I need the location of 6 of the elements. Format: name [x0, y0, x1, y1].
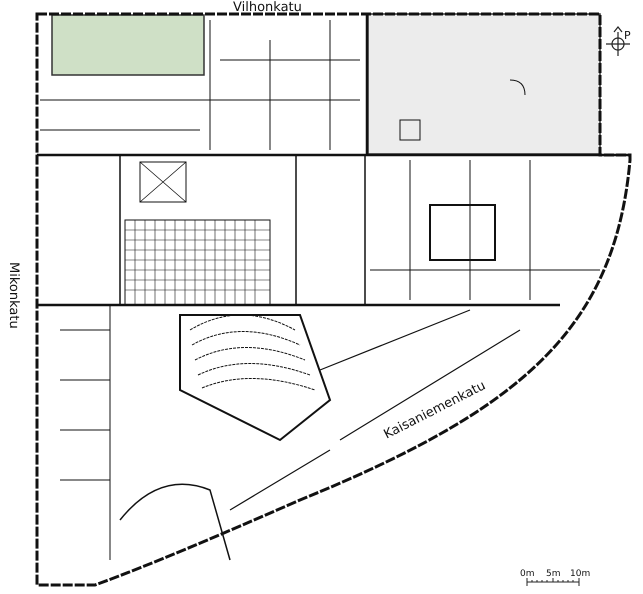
street-name: Vilhonkatu — [233, 1, 302, 14]
north-label: P — [624, 30, 631, 41]
scale-label: 5m — [546, 570, 560, 579]
scale-label: 0m — [520, 570, 534, 579]
street-name: Mikonkatu — [7, 262, 20, 329]
scale-label: 10m — [570, 570, 590, 579]
